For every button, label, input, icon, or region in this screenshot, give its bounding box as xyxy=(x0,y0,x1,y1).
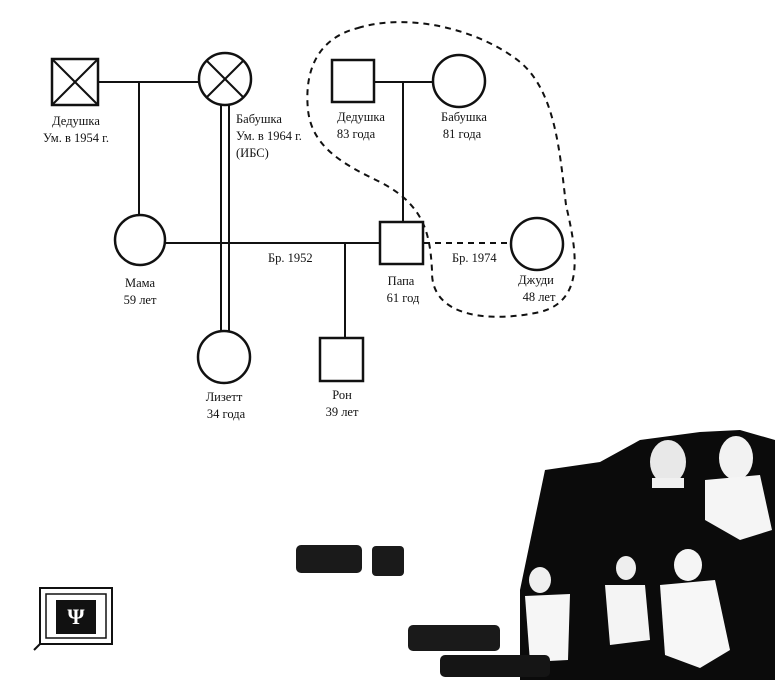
label-grandfather-maternal-detail: 83 года xyxy=(336,127,376,141)
judy-symbol xyxy=(509,216,565,272)
label-ron-name: Рон xyxy=(332,388,352,402)
deceased-grandfather-symbol xyxy=(50,57,100,107)
label-stepmother-name: Джуди xyxy=(518,273,554,287)
label-grandmother-paternal-note: (ИБС) xyxy=(236,146,269,160)
label-mother-detail: 59 лет xyxy=(123,293,157,307)
household-boundary-dashed xyxy=(306,21,576,318)
label-father-detail: 61 год xyxy=(386,291,420,305)
label-grandfather-paternal-detail: Ум. в 1954 г. xyxy=(43,131,109,145)
papa-symbol xyxy=(378,220,425,266)
grandmother-right-symbol xyxy=(431,53,487,109)
label-stepmother-detail: 48 лет xyxy=(522,290,556,304)
label-marriage-parents: Бр. 1952 xyxy=(268,251,313,265)
label-father-name: Папа xyxy=(387,274,415,288)
deceased-grandmother-symbol xyxy=(197,51,253,107)
label-lisette-detail: 34 года xyxy=(206,407,246,421)
label-grandmother-maternal-detail: 81 года xyxy=(442,127,482,141)
psi-logo xyxy=(33,587,113,651)
label-grandfather-maternal-name: Дедушка xyxy=(337,110,385,124)
family-photo xyxy=(296,430,775,680)
psi-logo-symbol: Ψ xyxy=(67,604,85,629)
label-grandmother-paternal-name: Бабушка xyxy=(236,112,282,126)
lisette-symbol xyxy=(196,329,252,385)
label-mother-name: Мама xyxy=(124,276,156,290)
grandfather-right-symbol xyxy=(330,58,376,104)
label-grandmother-paternal-detail: Ум. в 1964 г. xyxy=(236,129,302,143)
ron-symbol xyxy=(318,336,365,383)
label-grandmother-maternal-name: Бабушка xyxy=(441,110,487,124)
mama-symbol xyxy=(113,213,167,267)
label-grandfather-paternal-name: Дедушка xyxy=(52,114,100,128)
label-lisette-name: Лизетт xyxy=(205,390,243,404)
label-marriage-father-judy: Бр. 1974 xyxy=(452,251,497,265)
label-ron-detail: 39 лет xyxy=(325,405,359,419)
